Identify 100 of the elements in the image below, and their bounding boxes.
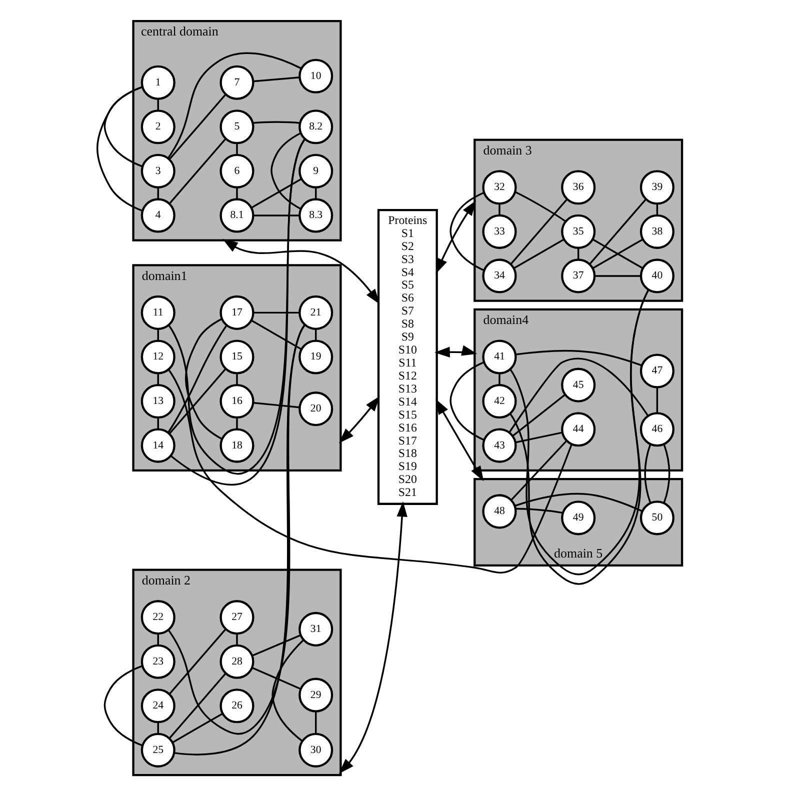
connector — [270, 132, 301, 210]
node-circle: 32 — [482, 170, 516, 205]
connector — [156, 188, 158, 200]
connector — [314, 711, 316, 734]
node-circle: 26 — [219, 688, 254, 724]
connector — [449, 192, 484, 272]
node-circle: 41 — [482, 340, 516, 374]
connector — [250, 178, 301, 208]
node-circle: 20 — [298, 392, 333, 426]
node-circle: 40 — [639, 258, 674, 294]
node-circle: 48 — [482, 494, 516, 529]
node-circle: 24 — [140, 688, 175, 724]
node-circle: 34 — [482, 258, 516, 294]
connector — [236, 188, 238, 200]
node-circle: 1 — [140, 65, 175, 100]
connector — [103, 665, 142, 746]
connector — [515, 508, 562, 514]
arrow — [435, 200, 476, 274]
connector — [251, 666, 301, 690]
node-circle: 42 — [482, 384, 516, 419]
node-circle: 27 — [219, 600, 254, 635]
node-circle: 11 — [140, 295, 175, 330]
connector — [314, 329, 316, 341]
node-circle: 38 — [639, 214, 674, 249]
connector — [251, 634, 300, 656]
connector — [166, 324, 227, 434]
node-circle: 46 — [639, 412, 674, 447]
connector — [644, 444, 670, 504]
node-circle: 8.2 — [298, 110, 333, 144]
connector — [156, 722, 158, 734]
node-circle: 16 — [219, 384, 254, 419]
connector — [588, 198, 646, 265]
connector — [594, 275, 640, 277]
node-circle: 12 — [140, 340, 175, 374]
connector — [156, 374, 158, 385]
connector — [271, 639, 304, 742]
node-circle: 45 — [560, 368, 596, 402]
arrow — [338, 501, 407, 774]
node-circle: 35 — [560, 214, 596, 249]
connector — [512, 238, 564, 269]
node-circle: 50 — [639, 500, 674, 536]
connector — [236, 144, 238, 155]
connector — [168, 672, 226, 739]
connector — [236, 418, 238, 430]
connector — [252, 312, 299, 314]
arrow — [434, 345, 477, 358]
connector — [510, 198, 568, 265]
connector — [508, 358, 648, 434]
connector — [250, 320, 301, 350]
connector — [156, 634, 158, 646]
node-circle: 29 — [298, 678, 333, 712]
connector — [314, 188, 316, 200]
connector — [96, 86, 142, 212]
node-circle: 25 — [140, 732, 175, 768]
connector — [252, 121, 300, 124]
node-circle: 4 — [140, 198, 175, 233]
node-circle: 28 — [219, 644, 254, 679]
node-circle: 23 — [140, 644, 175, 679]
connector — [252, 76, 300, 82]
node-circle: 8.1 — [219, 198, 254, 233]
connector — [252, 214, 299, 216]
node-circle: 18 — [219, 428, 254, 463]
arrow — [435, 398, 484, 482]
node-circle: 2 — [140, 110, 175, 144]
connector — [236, 634, 238, 646]
node-circle: 36 — [560, 170, 596, 205]
node-circle: 14 — [140, 428, 175, 463]
node-circle: 30 — [298, 732, 333, 768]
node-circle: 5 — [219, 110, 254, 144]
node-circle: 47 — [639, 354, 674, 388]
connector — [156, 418, 158, 430]
connector — [498, 204, 500, 216]
node-circle: 9 — [298, 154, 333, 188]
connector — [514, 492, 642, 512]
connector — [172, 713, 222, 744]
node-circle: 10 — [298, 58, 333, 94]
connector — [510, 440, 567, 501]
node-box: Proteins S1 S2 S3 S4 S5 S6 S7 S8 S9 S10 S11 S12 S13 S14 S15 S16 S17 S18 S19 S20 S21 — [376, 208, 438, 505]
connector — [515, 350, 642, 366]
node-circle: 43 — [482, 428, 516, 463]
node-circle: 17 — [219, 295, 254, 330]
node-circle: 15 — [219, 340, 254, 374]
connector — [656, 387, 658, 413]
node-circle: 3 — [140, 154, 175, 188]
node-circle: 33 — [482, 214, 516, 249]
connector — [168, 138, 226, 204]
connector — [103, 86, 142, 168]
node-circle: 21 — [298, 295, 333, 330]
node-circle: 7 — [219, 65, 254, 100]
connector — [168, 368, 226, 434]
node-circle: 6 — [219, 154, 254, 188]
node-circle: 19 — [298, 340, 333, 374]
connector — [156, 99, 158, 111]
node-circle: 31 — [298, 612, 333, 646]
connector — [156, 329, 158, 341]
arrow — [338, 396, 380, 444]
connector — [592, 238, 642, 269]
node-circle: 37 — [560, 258, 596, 294]
connector — [166, 52, 302, 159]
connector — [576, 248, 579, 260]
